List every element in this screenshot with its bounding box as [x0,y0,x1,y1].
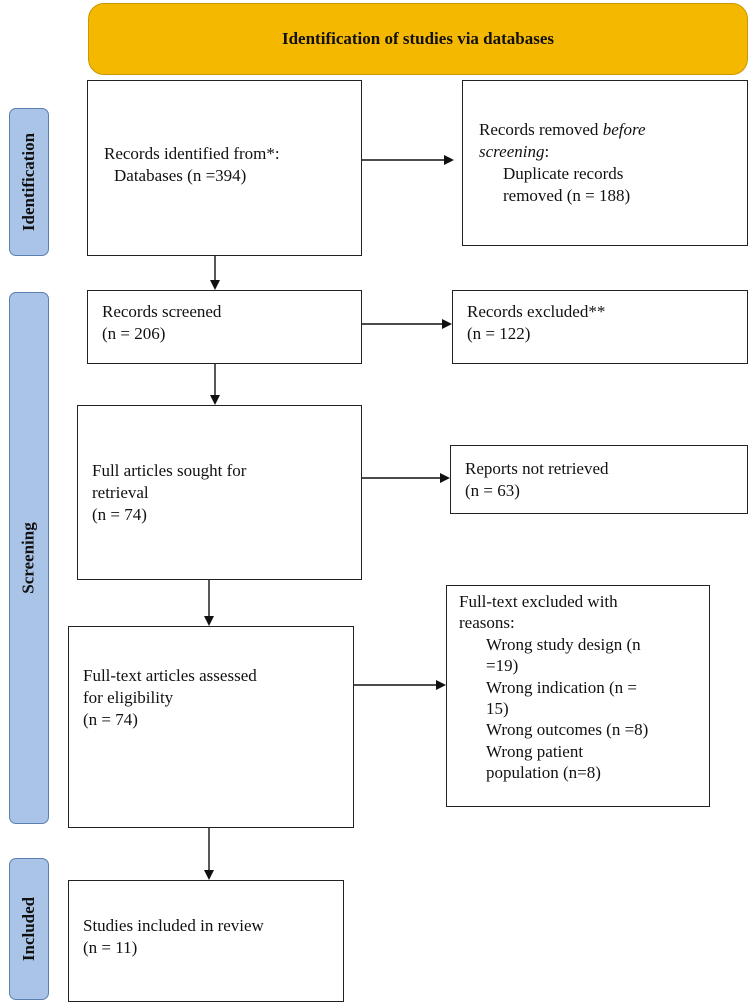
sought-retrieval-line2: retrieval [92,483,149,503]
fulltext-excluded-line5: Wrong indication (n = [486,677,638,697]
included-line2: (n = 11) [83,938,138,958]
fulltext-excluded-line6: 15) [486,699,509,719]
records-removed-line2a: screening [479,142,545,162]
records-excluded-line2: (n = 122) [467,324,531,344]
box-records-identified: Records identified from*: Databases (n =… [87,80,362,256]
records-identified-line2: Databases (n =394) [114,166,247,186]
records-identified-line1: Records identified from*: [104,144,280,163]
assessed-line2: for eligibility [83,688,174,708]
sought-retrieval-line1: Full articles sought for [92,461,247,480]
records-removed-line1: Records removed before [479,119,747,141]
box-not-retrieved: Reports not retrieved (n = 63) [450,445,748,514]
phase-label-identification: Identification [9,108,49,256]
fulltext-excluded-line2: reasons: [459,613,515,633]
assessed-line1: Full-text articles assessed [83,666,257,685]
fulltext-excluded-line1: Full-text excluded with [459,592,618,611]
records-removed-line1a: Records removed [479,120,603,139]
box-sought-retrieval: Full articles sought for retrieval (n = … [77,405,362,580]
fulltext-excluded-line4: =19) [486,656,519,676]
box-records-removed: Records removed before screening: Duplic… [462,80,748,246]
fulltext-excluded-line9: population (n=8) [486,763,601,783]
phase-label-screening: Screening [9,292,49,824]
fulltext-excluded-line8: Wrong patient [486,741,584,761]
records-removed-line2: screening: [479,141,747,163]
assessed-line3: (n = 74) [83,710,138,730]
not-retrieved-line2: (n = 63) [465,481,520,501]
included-line1: Studies included in review [83,916,264,935]
sought-retrieval-line3: (n = 74) [92,505,147,525]
records-screened-line2: (n = 206) [102,324,166,344]
records-removed-line3: Duplicate records [503,164,624,184]
fulltext-excluded-line3: Wrong study design (n [486,634,641,654]
header-title: Identification of studies via databases [281,29,555,48]
box-records-screened: Records screened (n = 206) [87,290,362,364]
records-removed-line2b: : [544,142,550,162]
records-removed-line1b: before [602,120,646,139]
records-removed-line4: removed (n = 188) [503,186,631,206]
box-fulltext-excluded: Full-text excluded with reasons: Wrong s… [446,585,710,807]
not-retrieved-line1: Reports not retrieved [465,459,609,478]
box-included: Studies included in review (n = 11) [68,880,344,1002]
header-identification-databases: Identification of studies via databases [88,3,748,75]
phase-label-included: Included [9,858,49,1000]
records-screened-line1: Records screened [102,302,222,321]
box-records-excluded: Records excluded** (n = 122) [452,290,748,364]
fulltext-excluded-line7: Wrong outcomes (n =8) [486,720,649,740]
records-excluded-line1: Records excluded** [467,302,606,321]
box-assessed-eligibility: Full-text articles assessed for eligibil… [68,626,354,828]
